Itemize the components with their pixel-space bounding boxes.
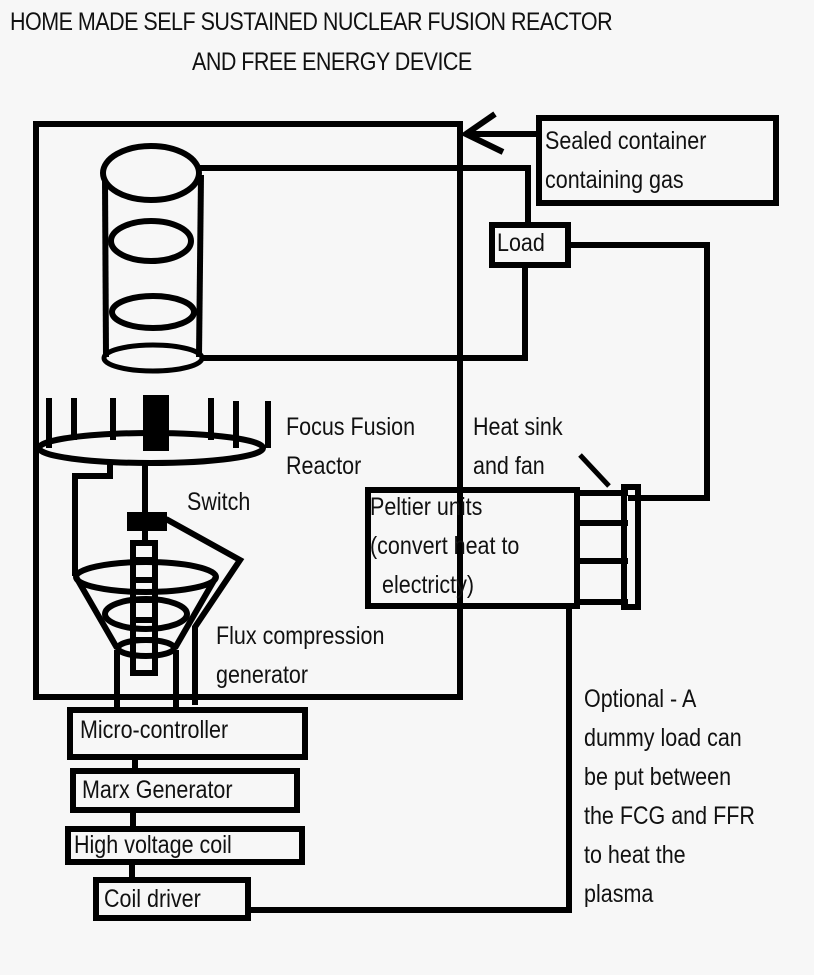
peltier-box [365, 487, 580, 609]
optional-note-5: to heat the [584, 841, 686, 869]
optional-note-1: Optional - A [584, 685, 697, 713]
peltier-label-1: Peltier units [370, 493, 483, 521]
high-voltage-coil-label: High voltage coil [74, 831, 232, 859]
peltier-label-2: (convert heat to [370, 532, 520, 560]
sealed-container-label-box [536, 115, 779, 206]
wire-load-right [568, 242, 710, 501]
switch-label: Switch [187, 488, 251, 516]
focus-fusion-label-2: Reactor [286, 452, 362, 480]
heat-sink-pointer [578, 453, 611, 488]
wire-switch [164, 516, 245, 705]
flux-compression-generator [73, 530, 219, 710]
arrow-icon [460, 111, 540, 155]
micro-controller-box [67, 707, 308, 760]
peltier-label-3: electricty) [382, 571, 474, 599]
heat-sink-label-2: and fan [473, 452, 545, 480]
wire-cylinder-bottom [200, 262, 528, 361]
diagram-title-line-1: HOME MADE SELF SUSTAINED NUCLEAR FUSION … [10, 8, 613, 36]
switch-block [127, 512, 167, 531]
micro-controller-label: Micro-controller [80, 716, 229, 744]
diagram-title-line-2: AND FREE ENERGY DEVICE [192, 48, 472, 76]
sealed-container-label-1: Sealed container [545, 127, 707, 155]
heat-sink [577, 484, 641, 610]
optional-note-6: plasma [584, 880, 654, 908]
focus-fusion-reactor [36, 395, 271, 576]
heat-sink-label-1: Heat sink [473, 413, 563, 441]
marx-generator-box [70, 768, 300, 813]
optional-note-4: the FCG and FFR [584, 802, 755, 830]
coil-driver-label: Coil driver [104, 885, 201, 913]
flux-label-2: generator [216, 661, 309, 689]
sealed-container-label-2: containing gas [545, 166, 684, 194]
optional-note-2: dummy load can [584, 724, 742, 752]
coil-driver-box [93, 877, 251, 921]
high-voltage-coil-box [65, 826, 305, 865]
wire-cylinder-top [200, 165, 531, 228]
flux-label-1: Flux compression [216, 622, 385, 650]
marx-generator-label: Marx Generator [82, 776, 233, 804]
cylinder-chamber [100, 143, 205, 374]
optional-note-3: be put between [584, 763, 732, 791]
load-label: Load [497, 229, 545, 257]
focus-fusion-label-1: Focus Fusion [286, 413, 416, 441]
